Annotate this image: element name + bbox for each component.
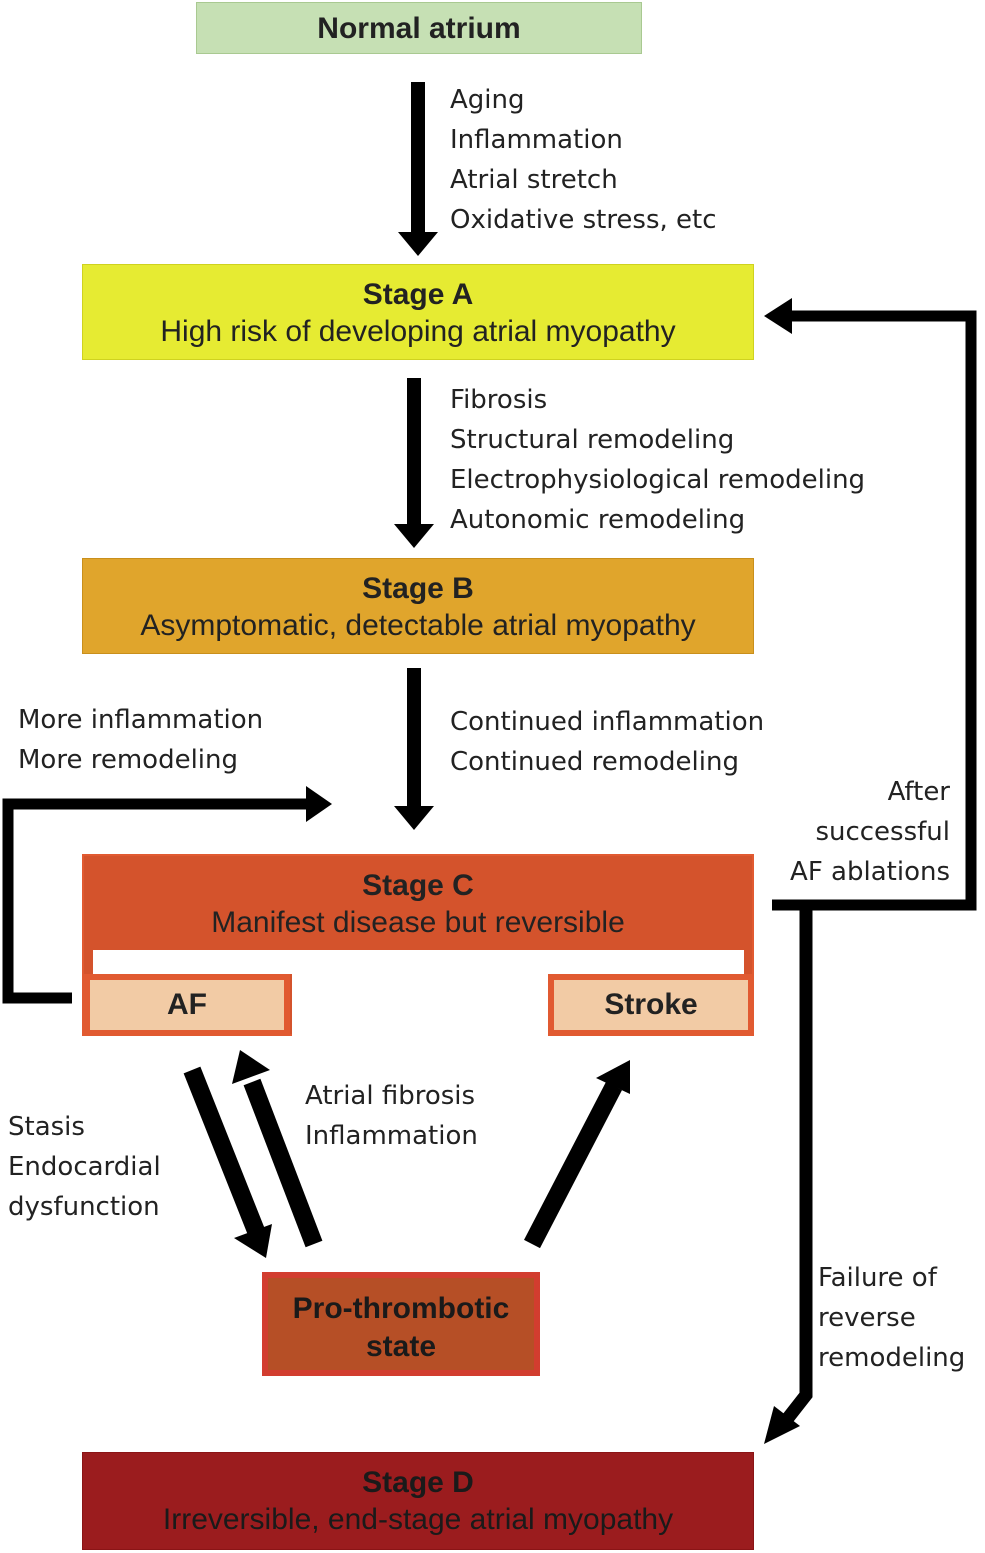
label-line: Oxidative stress, etc	[450, 205, 717, 235]
af-box: AF	[84, 974, 290, 1036]
label-stasis: Stasis Endocardial dysfunction	[8, 1107, 161, 1227]
stage-c-subtitle: Manifest disease but reversible	[211, 906, 625, 939]
label-line: Atrial stretch	[450, 165, 618, 195]
label-af-feedback: More inflammation More remodeling	[18, 700, 263, 780]
flow-arrow-normal-to-a	[398, 82, 438, 256]
label-line: Atrial fibrosis	[305, 1081, 476, 1111]
label-a-to-b: Fibrosis Structural remodeling Electroph…	[450, 380, 865, 540]
arrow-af-to-prothrombotic	[183, 1066, 272, 1258]
prothrombotic-line2: state	[365, 1330, 437, 1363]
stroke-title: Stroke	[604, 988, 698, 1021]
label-line: Continued inflammation	[450, 707, 765, 737]
prothrombotic-line1: Pro-thrombotic	[292, 1292, 510, 1325]
label-line: More remodeling	[18, 745, 238, 775]
label-line: Aging	[450, 85, 525, 115]
stage-b-title: Stage B	[362, 572, 474, 605]
stage-c-title: Stage C	[362, 869, 474, 902]
stage-c-gap	[292, 972, 548, 1038]
label-line: Stasis	[8, 1112, 85, 1142]
label-line: Autonomic remodeling	[450, 505, 746, 535]
normal-atrium-box: Normal atrium	[196, 2, 642, 54]
flow-arrow-a-to-b	[394, 378, 434, 548]
label-line: dysfunction	[8, 1192, 160, 1222]
label-fibrosis-inflammation: Atrial fibrosis Inflammation	[305, 1076, 478, 1156]
label-line: Failure of	[818, 1263, 937, 1293]
failure-arrow-c-to-d	[764, 905, 813, 1444]
stage-a-title: Stage A	[362, 278, 474, 311]
label-line: Inflammation	[450, 125, 623, 155]
label-line: successful	[815, 817, 950, 847]
arrow-prothrombotic-to-af	[232, 1050, 323, 1248]
flow-arrow-b-to-c	[394, 668, 434, 830]
stage-c-divider	[93, 950, 744, 974]
label-line: Structural remodeling	[450, 425, 735, 455]
label-failure: Failure of reverse remodeling	[818, 1258, 965, 1378]
label-line: Endocardial	[8, 1152, 161, 1182]
label-line: After	[887, 777, 950, 807]
label-line: Inflammation	[305, 1121, 478, 1151]
stroke-box: Stroke	[548, 974, 754, 1036]
label-ablation: After successful AF ablations	[790, 772, 950, 892]
stage-b-box: Stage B Asymptomatic, detectable atrial …	[82, 558, 754, 654]
stage-b-subtitle: Asymptomatic, detectable atrial myopathy	[140, 609, 696, 642]
af-title: AF	[167, 988, 207, 1021]
prothrombotic-box: Pro-thrombotic state	[262, 1272, 540, 1376]
label-b-to-c: Continued inflammation Continued remodel…	[450, 702, 764, 782]
stage-a-box: Stage A High risk of developing atrial m…	[82, 264, 754, 360]
stage-d-subtitle: Irreversible, end-stage atrial myopathy	[162, 1503, 674, 1536]
normal-atrium-title: Normal atrium	[317, 12, 521, 45]
label-line: Electrophysiological remodeling	[450, 465, 866, 495]
label-line: remodeling	[818, 1343, 966, 1373]
stage-d-title: Stage D	[362, 1466, 474, 1499]
label-line: More inflammation	[18, 705, 264, 735]
label-line: Fibrosis	[450, 385, 548, 415]
label-line: AF ablations	[790, 857, 950, 887]
label-line: reverse	[818, 1303, 916, 1333]
stage-a-subtitle: High risk of developing atrial myopathy	[160, 315, 676, 348]
feedback-arrow-af-to-c	[2, 786, 332, 1004]
label-normal-to-a: Aging Inflammation Atrial stretch Oxidat…	[450, 80, 717, 240]
stage-d-box: Stage D Irreversible, end-stage atrial m…	[82, 1452, 754, 1550]
ablation-arrow-c-to-a	[764, 298, 977, 911]
arrow-prothrombotic-to-stroke	[524, 1060, 630, 1249]
label-line: Continued remodeling	[450, 747, 739, 777]
